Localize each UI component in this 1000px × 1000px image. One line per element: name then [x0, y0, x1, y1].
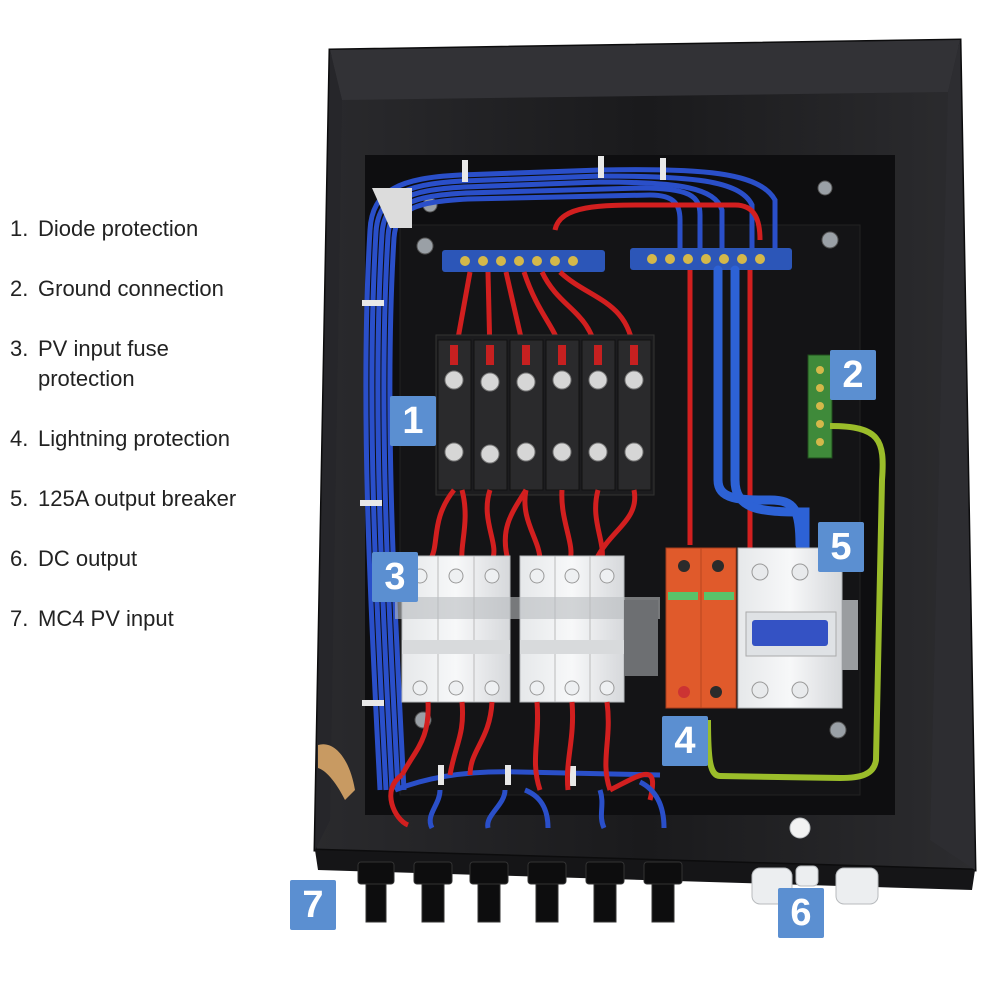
output-breaker [737, 547, 858, 709]
din-rail [395, 597, 660, 619]
legend-number: 4. [10, 426, 29, 451]
legend: 1. Diode protection 2. Ground connection 3… [10, 214, 310, 664]
fuse-holders-left [401, 555, 511, 703]
surge-protector [665, 547, 737, 709]
badge-2: 2 [830, 350, 876, 400]
legend-item-2: 2. Ground connection [10, 274, 310, 304]
legend-label: PV input fuse protection [38, 336, 169, 391]
badge-3: 3 [372, 552, 418, 602]
legend-number: 2. [10, 276, 29, 301]
legend-label: Lightning protection [38, 426, 231, 451]
legend-number: 3. [10, 336, 29, 361]
legend-label: Ground connection [38, 276, 224, 301]
diode-modules [435, 334, 655, 496]
legend-label: DC output [38, 546, 138, 571]
cable-wrap [318, 744, 355, 800]
blue-wires-bottom [427, 779, 667, 830]
positive-busbar [630, 248, 792, 270]
legend-item-1: 1. Diode protection [10, 214, 310, 244]
badge-1: 1 [390, 396, 436, 446]
fuse-holders-right [519, 555, 625, 703]
badge-4: 4 [662, 716, 708, 766]
legend-item-6: 6. DC output [10, 544, 310, 574]
legend-number: 5. [10, 486, 29, 511]
legend-label: Diode protection [38, 216, 199, 241]
legend-number: 1. [10, 216, 29, 241]
legend-item-4: 4. Lightning protection [10, 424, 310, 454]
mc4-connectors [357, 861, 683, 923]
ground-terminal [807, 354, 833, 459]
legend-item-3: 3. PV input fuse protection [10, 334, 310, 394]
badge-7: 7 [290, 880, 336, 930]
legend-number: 6. [10, 546, 29, 571]
legend-number: 7. [10, 606, 29, 631]
legend-label: 125A output breaker [38, 486, 237, 511]
dc-output-glands [751, 817, 879, 905]
badge-5: 5 [818, 522, 864, 572]
badge-6: 6 [778, 888, 824, 938]
negative-busbar [442, 250, 605, 272]
legend-item-7: 7. MC4 PV input [10, 604, 310, 634]
legend-item-5: 5. 125A output breaker [10, 484, 310, 514]
cable-ties [360, 156, 666, 786]
ground-wire [705, 423, 886, 782]
blue-output-cables [713, 265, 810, 553]
legend-label: MC4 PV input [38, 606, 174, 631]
terminal-end-block [624, 600, 658, 676]
